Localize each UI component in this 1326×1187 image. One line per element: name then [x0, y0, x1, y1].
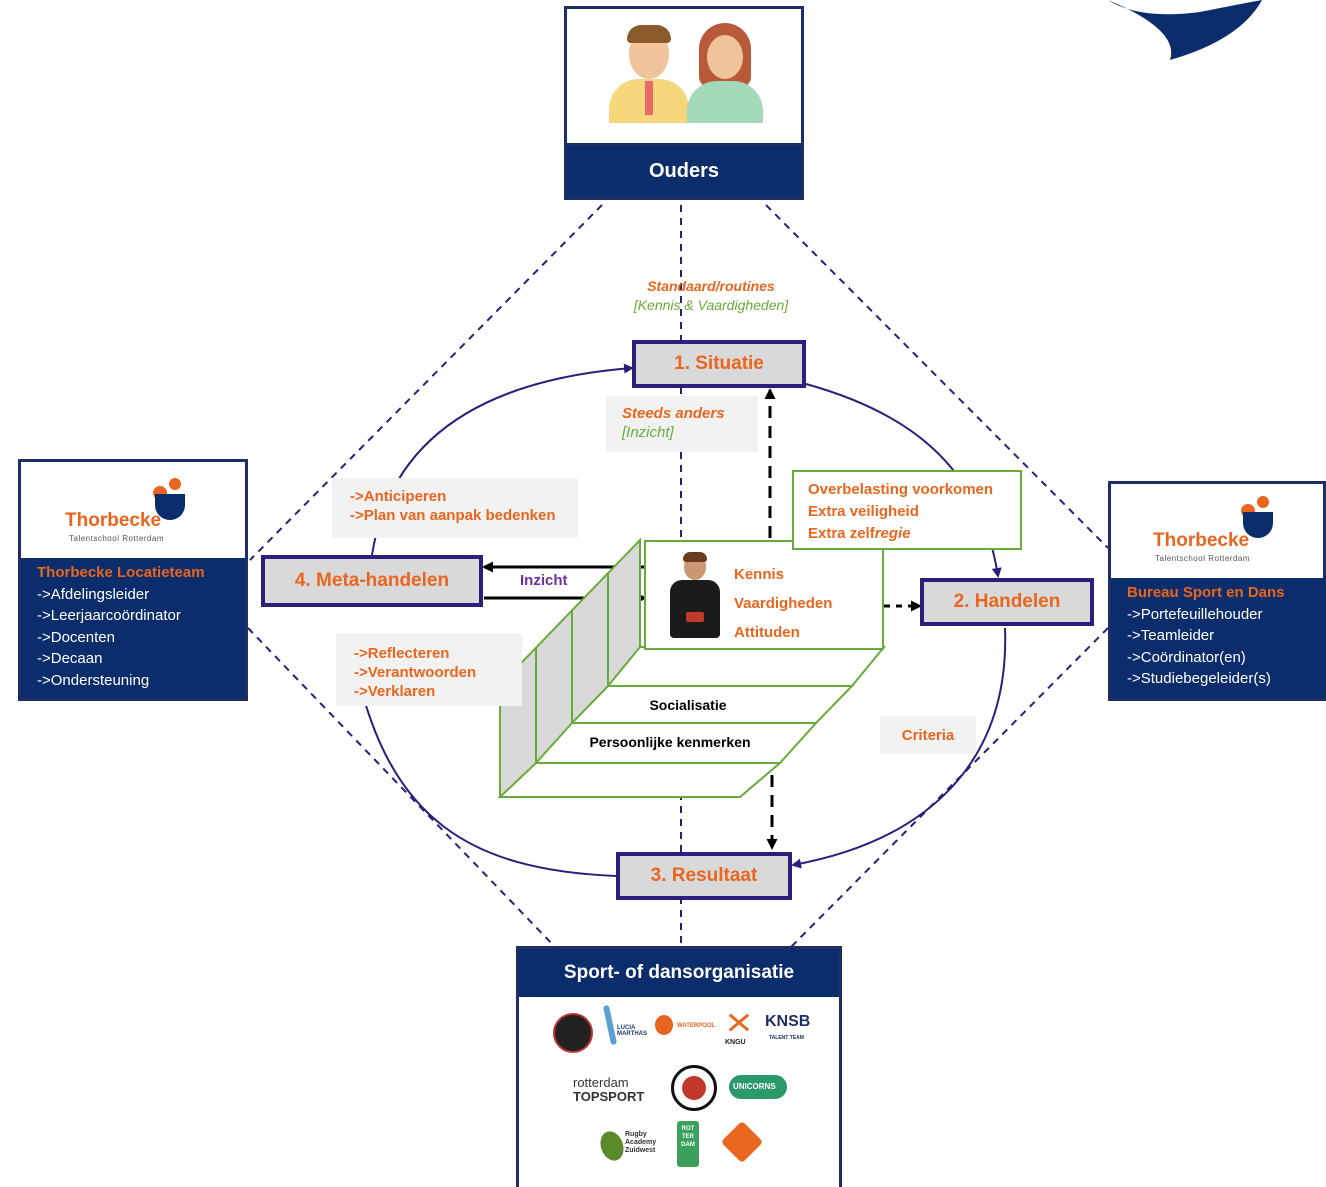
reflecteren-line3: ->Verklaren — [354, 683, 436, 700]
unicorns-logo-icon — [729, 1075, 787, 1099]
thorbecke-left-logo-icon — [151, 478, 187, 520]
inzicht-label: Inzicht — [520, 572, 568, 589]
student-photo — [664, 552, 724, 640]
anticiperen-line1: ->Anticiperen — [350, 488, 447, 505]
overbelasting-line3-start: Extra zelf — [808, 525, 875, 542]
standaard-line2: [Kennis & Vaardigheden] — [633, 297, 789, 313]
organisatie-logos: LUCIA MARTHAS WATERPOOL KNGU KNSB TALENT… — [519, 997, 839, 1187]
parents-illustration — [567, 9, 801, 143]
locatieteam-list: Thorbecke Locatieteam ->Afdelingsleider … — [21, 558, 245, 698]
ouders-card: Ouders — [564, 6, 804, 200]
steeds-anders-note: Steeds anders [Inzicht] — [606, 396, 758, 452]
reflecteren-line2: ->Verantwoorden — [354, 664, 477, 681]
anticiperen-note: ->Anticiperen ->Plan van aanpak bedenken — [332, 478, 578, 538]
locatieteam-item: ->Decaan — [37, 650, 103, 667]
kngu-text: KNGU — [725, 1039, 746, 1046]
overbelasting-box: Overbelasting voorkomen Extra veiligheid… — [792, 470, 1022, 550]
left-logo-sub: Talentschool Rotterdam — [69, 534, 165, 543]
bureau-item: ->Coördinator(en) — [1127, 648, 1246, 666]
overbelasting-line1: Overbelasting voorkomen — [808, 481, 994, 498]
rotterdam-text: rotterdam — [573, 1075, 629, 1090]
organisatie-card: Sport- of dansorganisatie LUCIA MARTHAS … — [516, 946, 842, 1187]
excelsior-logo-icon — [671, 1065, 717, 1111]
stage-situatie[interactable]: 1. Situatie — [632, 340, 806, 388]
core-vaardigheden: Vaardigheden — [734, 595, 833, 612]
team-nl-logo-icon — [655, 1015, 673, 1035]
layer-socialisatie: Socialisatie — [649, 697, 727, 713]
core-card: Kennis Vaardigheden Attituden — [644, 540, 884, 650]
locatieteam-title: Thorbecke Locatieteam — [37, 564, 205, 581]
core-kennis: Kennis — [734, 566, 785, 583]
lucia-marthas-logo-icon: LUCIA MARTHAS — [602, 1004, 647, 1051]
locatieteam-item: ->Docenten — [37, 628, 115, 646]
reflecteren-note: ->Reflecteren ->Verantwoorden ->Verklare… — [336, 634, 522, 706]
rotter-text: ROT TER DAM — [681, 1126, 695, 1148]
right-logo-name: Thorbecke — [1153, 530, 1250, 551]
left-logo-name: Thorbecke — [65, 510, 162, 531]
right-logo-sub: Talentschool Rotterdam — [1155, 554, 1251, 563]
steeds-line1: Steeds anders — [622, 405, 725, 422]
core-attituden: Attituden — [734, 624, 800, 641]
locatieteam-item: ->Leerjaarcoördinator — [37, 607, 181, 624]
reflecteren-line1: ->Reflecteren — [354, 645, 450, 662]
overbelasting-line3-end: regie — [874, 525, 911, 542]
standaard-label: Standaard/routines [Kennis & Vaardighede… — [606, 277, 816, 315]
cycle-arcs — [352, 363, 1007, 877]
lucia-text: LUCIA MARTHAS — [617, 1025, 647, 1037]
stage-resultaat[interactable]: 3. Resultaat — [616, 852, 792, 900]
knsb-text: KNSB — [765, 1013, 811, 1030]
rugby-line1: Rugby — [625, 1131, 647, 1138]
layer-block — [497, 537, 887, 799]
ouders-label: Ouders — [567, 143, 801, 197]
feyenoord-logo-icon — [553, 1013, 593, 1053]
overbelasting-line2: Extra veiligheid — [808, 503, 919, 520]
bureau-title: Bureau Sport en Dans — [1127, 584, 1285, 601]
rugby-line3: Zuidwest — [625, 1147, 656, 1154]
knhb-logo-icon — [720, 1120, 764, 1164]
corner-swoosh-icon — [1108, 0, 1262, 60]
locatieteam-item: ->Ondersteuning — [37, 671, 150, 689]
layer-persoonlijk: Persoonlijke kenmerken — [589, 734, 751, 750]
bureau-card: Thorbecke Talentschool Rotterdam Bureau … — [1108, 481, 1326, 701]
thorbecke-right-logo-icon — [1239, 496, 1275, 538]
bureau-item: ->Studiebegeleider(s) — [1127, 670, 1271, 687]
kngu-logo-icon — [727, 1011, 751, 1035]
overbelasting-line3: Extra zelfregie — [808, 523, 1006, 545]
bureau-item: ->Portefeuillehouder — [1127, 605, 1263, 623]
locatieteam-item: ->Afdelingsleider — [37, 585, 150, 603]
anticiperen-line2: ->Plan van aanpak bedenken — [350, 507, 556, 524]
unicorns-text: UNICORNS — [733, 1082, 776, 1091]
steeds-line2: [Inzicht] — [622, 424, 674, 441]
rugby-line2: Academy — [625, 1139, 657, 1146]
rugby-text: Rugby Academy Zuidwest — [625, 1131, 656, 1155]
rotterdam-logo-icon — [677, 1121, 699, 1167]
right-logo: Thorbecke Talentschool Rotterdam — [1111, 484, 1325, 576]
topsport-text: TOPSPORT — [573, 1089, 645, 1104]
criteria-note: Criteria — [880, 716, 976, 754]
bureau-item: ->Teamleider — [1127, 627, 1215, 644]
stage-handelen[interactable]: 2. Handelen — [920, 578, 1094, 626]
rugby-logo-icon — [596, 1128, 628, 1164]
left-logo: Thorbecke Talentschool Rotterdam — [21, 462, 245, 557]
standaard-line1: Standaard/routines — [647, 278, 775, 294]
bureau-list: Bureau Sport en Dans ->Portefeuillehoude… — [1111, 578, 1326, 698]
stage-meta-handelen[interactable]: 4. Meta-handelen — [261, 555, 483, 607]
watersport-text: WATERPOOL — [677, 1023, 716, 1029]
locatieteam-card: Thorbecke Talentschool Rotterdam Thorbec… — [18, 459, 248, 701]
organisatie-title: Sport- of dansorganisatie — [519, 949, 839, 997]
knsb-sub: TALENT TEAM — [769, 1035, 804, 1041]
